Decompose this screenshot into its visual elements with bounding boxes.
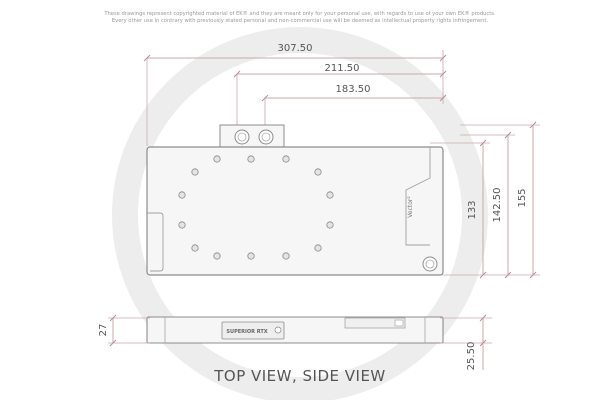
screw [326,191,334,199]
side-slot [344,317,406,329]
dimension-side-27 [108,314,150,347]
screw [326,221,334,229]
block-top-view: Vector² [146,124,444,276]
block-right-accent [405,147,431,246]
dimension-height-142 [460,131,515,279]
screw [213,252,221,260]
label-width-mid: 211.50 [325,63,360,74]
label-height-142: 142.50 [492,188,503,223]
dimension-width-mid [233,70,447,125]
screw [213,155,221,163]
screw [178,221,186,229]
screws [178,155,334,260]
dimension-width-inner [261,88,447,125]
watermark-ring [112,27,488,400]
dimension-height-155 [460,121,540,279]
port-right [258,129,274,145]
label-side-25: 25.50 [466,342,477,371]
screw [314,168,322,176]
label-side-27: 27 [98,324,109,337]
label-width-inner: 183.50 [336,84,371,95]
label-height-133: 133 [467,200,478,219]
screw [282,252,290,260]
screw [314,244,322,252]
view-title: TOP VIEW, SIDE VIEW [214,367,386,385]
ek-badge-inner [425,259,435,269]
label-width-total: 307.50 [278,43,313,54]
port-right-inner [261,132,271,142]
screw [191,244,199,252]
side-slot-detail [394,319,404,327]
port-left [234,129,250,145]
port-left-inner [237,132,247,142]
screw [247,155,255,163]
dimension-width-total [143,50,447,146]
screw [178,191,186,199]
side-plate [221,321,285,340]
block-plate [146,146,444,276]
side-plate-badge [274,326,282,334]
ek-badge [422,256,438,272]
side-plate-label: SUPERIOR RTX [226,329,267,335]
block-side-view: SUPERIOR RTX [146,316,444,344]
screw [282,155,290,163]
terminal [219,124,285,148]
disclaimer-line-2: Every other use in contrary with previou… [111,18,489,24]
screw [191,168,199,176]
label-height-155: 155 [517,188,528,207]
dimension-side-25 [440,314,492,370]
screw [247,252,255,260]
block-brand-label: Vector² [407,196,414,218]
block-left-panel [147,212,164,272]
disclaimer-line-1: These drawings represent copyrighted mat… [104,11,496,17]
